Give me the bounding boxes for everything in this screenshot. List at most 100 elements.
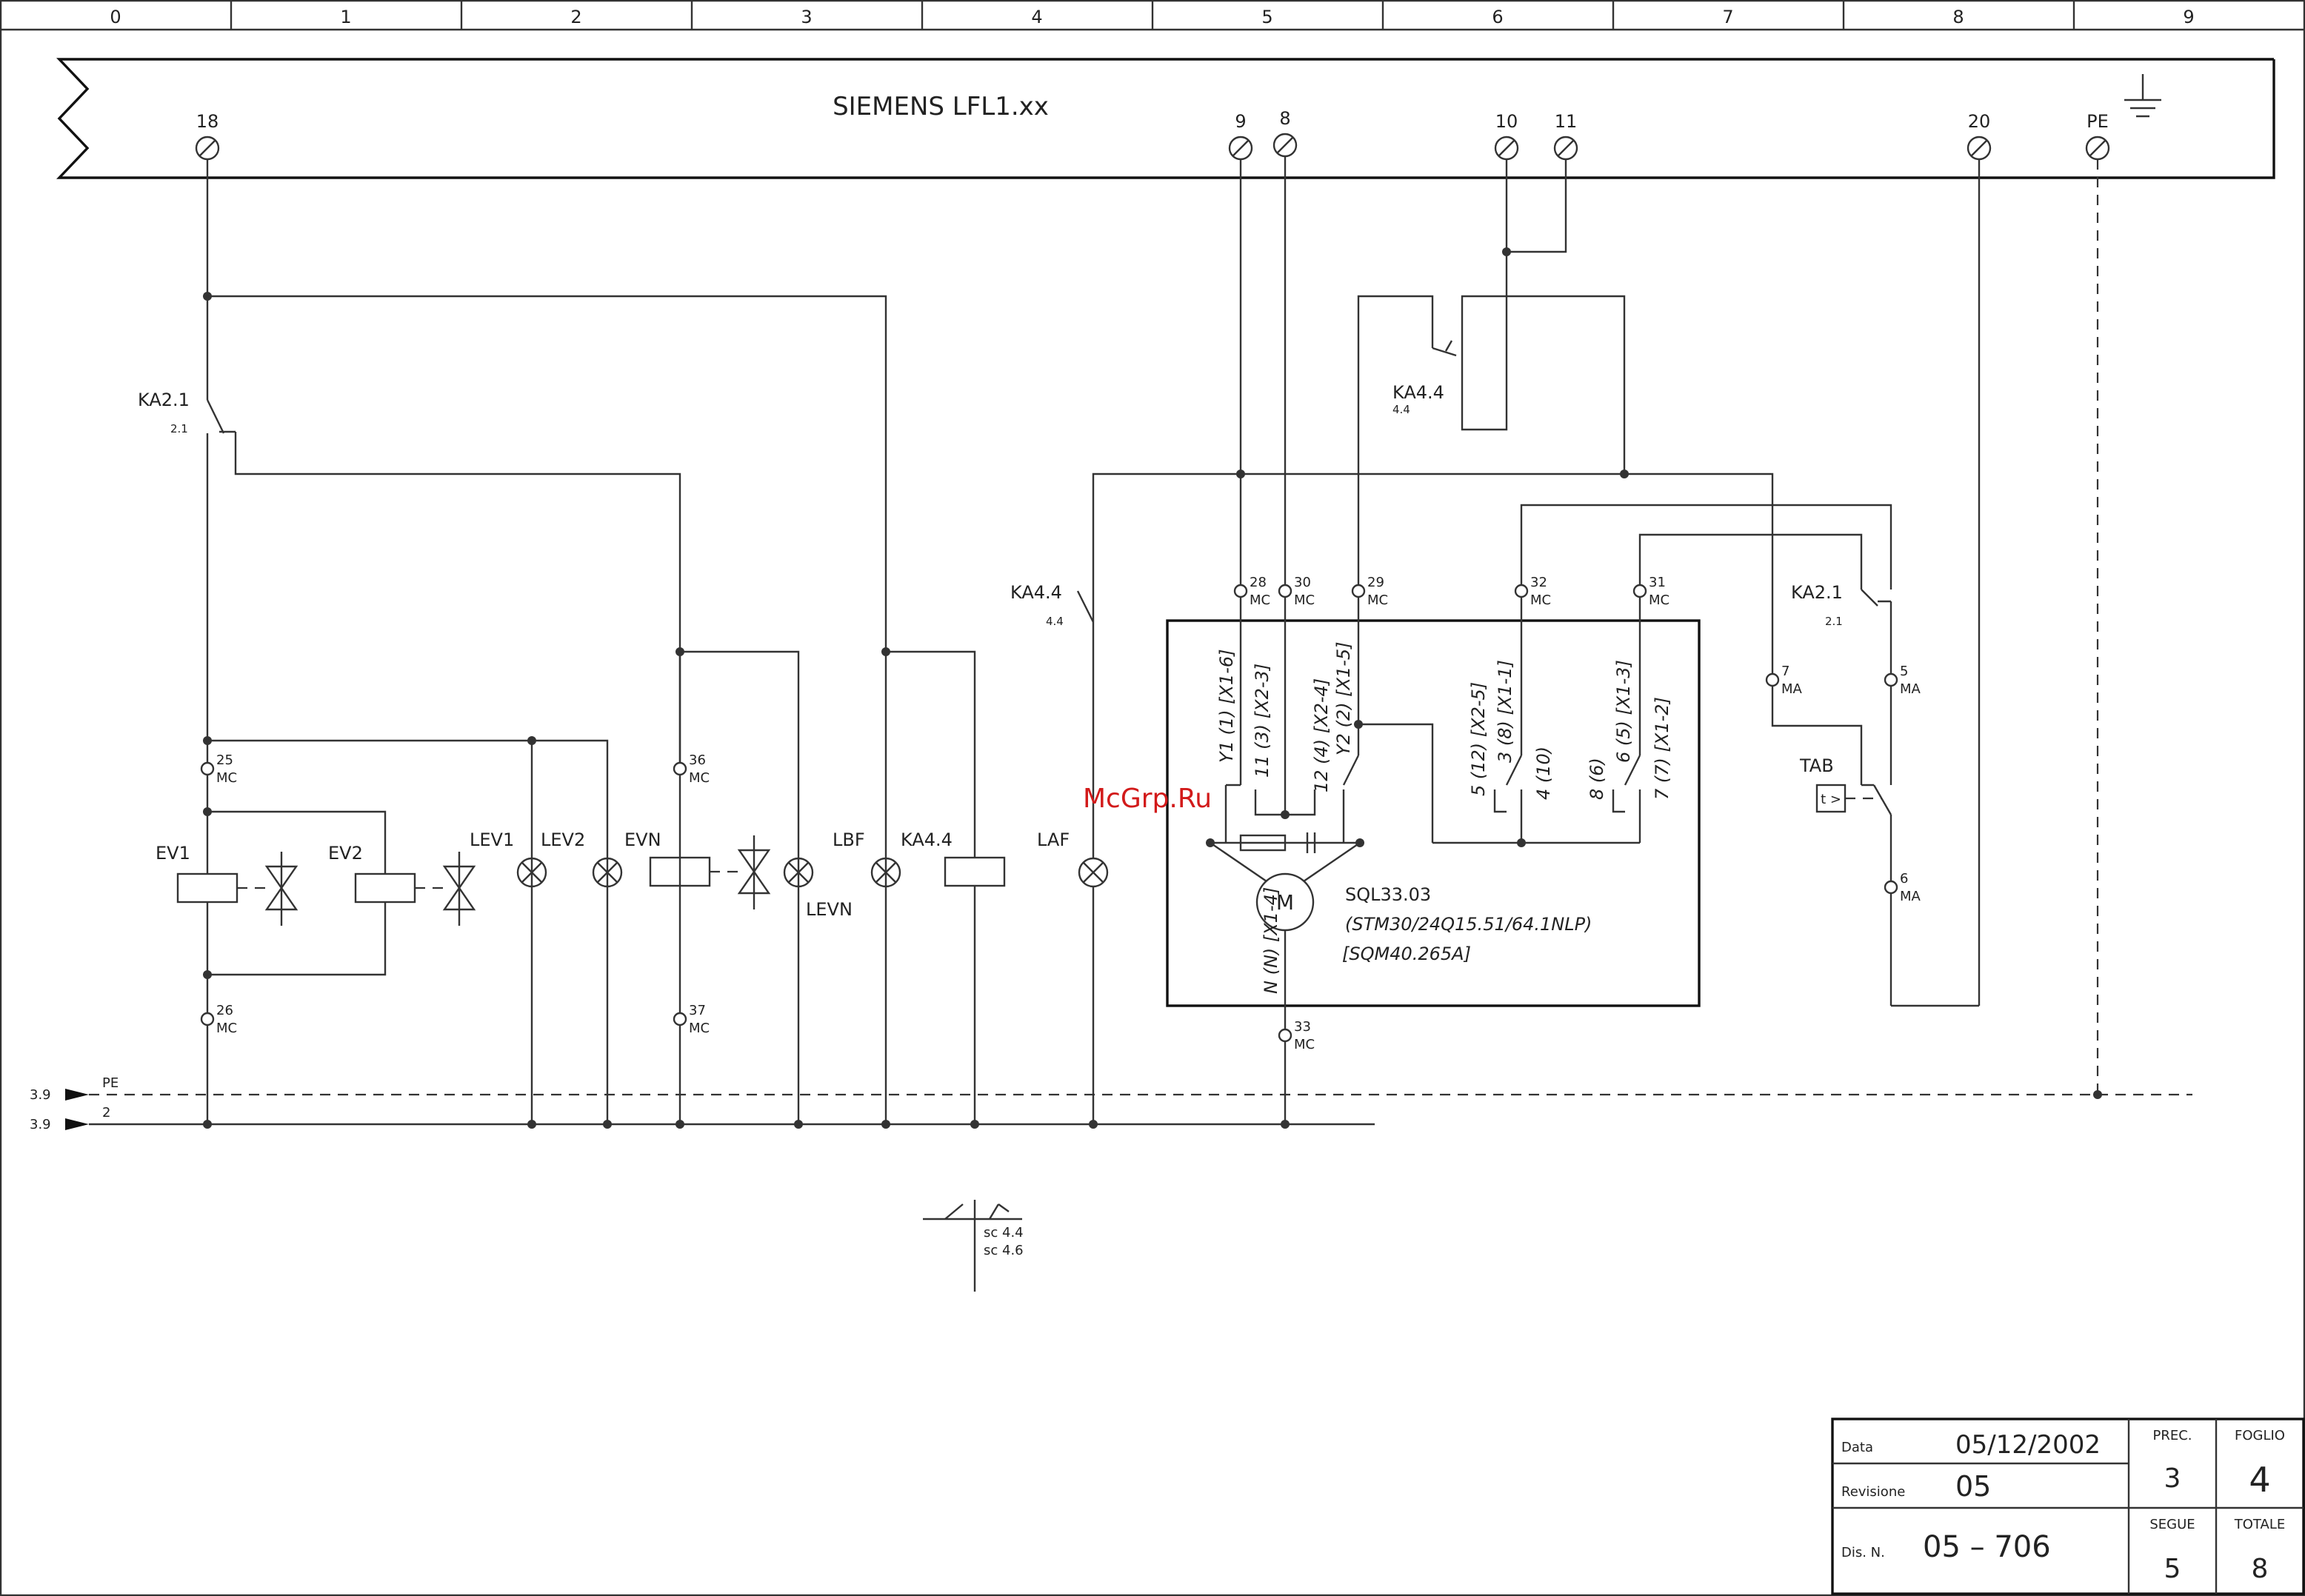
revisione-label: Revisione <box>1841 1484 1905 1500</box>
terminal-31-num: 31 <box>1649 575 1666 590</box>
terminal-ma5-tag: MA <box>1900 681 1921 697</box>
terminal-30-num: 30 <box>1294 575 1311 590</box>
segue-label: SEGUE <box>2149 1517 2195 1532</box>
terminal-28-tag: MC <box>1250 592 1270 608</box>
lbf-lamp-icon <box>870 857 901 888</box>
column-9: 9 <box>2183 7 2194 27</box>
ev1-coil <box>176 872 238 904</box>
column-ruler: 0 1 2 3 4 5 6 7 8 9 <box>1 1 2304 31</box>
ka21-right-label: KA2.1 <box>1791 582 1843 603</box>
bus2-ref: 3.9 <box>30 1117 51 1132</box>
ka44-coil-label: KA4.4 <box>901 829 953 850</box>
cross-ref-line1: sc 4.4 <box>984 1225 1024 1241</box>
terminal-32-tag: MC <box>1530 592 1551 608</box>
totale-label: TOTALE <box>2234 1517 2285 1532</box>
laf-circuit: KA4.4 4.4 LAF <box>1010 473 1241 1124</box>
servo-alt2: [SQM40.265A] <box>1342 944 1471 964</box>
ev2-label: EV2 <box>328 843 363 864</box>
bus2-arrow-icon <box>65 1118 89 1130</box>
terminal-18: 18 <box>196 111 219 132</box>
prec-value: 3 <box>2164 1463 2181 1494</box>
terminal-25-tag: MC <box>216 770 237 786</box>
column-7: 7 <box>1722 7 1733 27</box>
terminal-28-num: 28 <box>1250 575 1267 590</box>
servo-motor-label: M <box>1276 890 1294 915</box>
lev1-lamp-icon <box>516 857 547 888</box>
servo-box <box>1166 619 1701 1007</box>
terminal-10: 10 <box>1495 111 1518 132</box>
watermark: McGrp.Ru <box>1083 784 1212 814</box>
terminal-37-tag: MC <box>689 1021 710 1036</box>
lev1-label: LEV1 <box>470 829 514 850</box>
terminal-ma7-num: 7 <box>1781 664 1789 679</box>
tab-symbol: t > <box>1821 792 1841 807</box>
terminal-33-num: 33 <box>1294 1019 1311 1035</box>
cross-reference: sc 4.4 sc 4.6 <box>923 1200 1024 1292</box>
column-5: 5 <box>1261 7 1272 27</box>
terminal-11: 11 <box>1555 111 1578 132</box>
terminal-25-num: 25 <box>216 752 233 768</box>
resistor-icon <box>1239 834 1287 852</box>
terminal-33-tag: MC <box>1294 1037 1315 1052</box>
servo-col1: Y1 (1) [X1-6] <box>1216 649 1237 763</box>
title-block: Data 05/12/2002 Revisione 05 Dis. N. 05 … <box>1831 1418 2305 1595</box>
servo-col3: 12 (4) [X2-4] <box>1311 678 1332 792</box>
terminal-36-num: 36 <box>689 752 706 768</box>
terminal-ma6-num: 6 <box>1900 871 1908 887</box>
prec-label: PREC. <box>2152 1428 2192 1443</box>
ka21-right-ref: 2.1 <box>1825 615 1843 628</box>
ka44-coil <box>944 856 1006 887</box>
terminal-29-num: 29 <box>1367 575 1384 590</box>
ka44-top-ref: 4.4 <box>1392 403 1410 416</box>
right-circuit: 6 MA 7 MA 5 MA KA2.1 2.1 t > TAB <box>1765 159 1981 1007</box>
terminal-29-tag: MC <box>1367 592 1388 608</box>
terminal-36-tag: MC <box>689 770 710 786</box>
ka21-left-ref: 2.1 <box>170 422 188 435</box>
bus-lines: 3.9 3.9 PE 2 <box>30 1075 2192 1132</box>
terminal-8: 8 <box>1279 108 1290 129</box>
tab-label: TAB <box>1799 755 1834 776</box>
column-3: 3 <box>801 7 812 27</box>
data-label: Data <box>1841 1440 1873 1455</box>
terminal-pe: PE <box>2086 111 2109 132</box>
servo-col7: 4 (10) <box>1533 747 1554 800</box>
ka21-left-label: KA2.1 <box>138 390 190 410</box>
terminal-31-tag: MC <box>1649 592 1669 608</box>
terminal-26-tag: MC <box>216 1021 237 1036</box>
evn-valve-icon <box>737 835 771 909</box>
controller-box: SIEMENS LFL1.xx <box>56 58 2275 179</box>
dis-n-value: 05 – 706 <box>1923 1530 2051 1564</box>
lev2-label: LEV2 <box>541 829 585 850</box>
evn-label: EVN <box>624 829 661 850</box>
earth-icon <box>2124 74 2161 118</box>
servo-alt1: (STM30/24Q15.51/64.1NLP) <box>1345 914 1592 935</box>
servo-col5: 5 (12) [X2-5] <box>1468 682 1489 796</box>
terminal-37-num: 37 <box>689 1003 706 1018</box>
foglio-value: 4 <box>2249 1460 2270 1500</box>
ka44-mid-ref: 4.4 <box>1046 615 1064 628</box>
revisione-value: 05 <box>1955 1470 1991 1503</box>
ka44-mid-label: KA4.4 <box>1010 582 1062 603</box>
servo-col2: 11 (3) [X2-3] <box>1252 664 1272 778</box>
bus2-name: 2 <box>102 1105 110 1121</box>
terminal-20: 20 <box>1968 111 1991 132</box>
terminal-ma7-tag: MA <box>1781 681 1803 697</box>
ka44-top-label: KA4.4 <box>1392 382 1444 403</box>
controller-terminals: 18 9 8 10 11 20 PE <box>195 108 2110 161</box>
column-0: 0 <box>110 7 121 27</box>
servo-col6: 3 (8) [X1-1] <box>1495 660 1515 763</box>
cross-ref-line2: sc 4.6 <box>984 1243 1024 1258</box>
ev1-label: EV1 <box>156 843 190 864</box>
pe-name: PE <box>102 1075 119 1091</box>
terminal-26-num: 26 <box>216 1003 233 1018</box>
pe-ref: 3.9 <box>30 1087 51 1103</box>
terminal-32-num: 32 <box>1530 575 1547 590</box>
column-8: 8 <box>1952 7 1964 27</box>
terminal-9: 9 <box>1235 111 1246 132</box>
column-1: 1 <box>340 7 351 27</box>
servo-col11: N (N) [X1-4] <box>1261 887 1281 994</box>
column-2: 2 <box>570 7 581 27</box>
dis-n-label: Dis. N. <box>1841 1545 1885 1560</box>
servo-col8: 8 (6) <box>1587 758 1607 800</box>
